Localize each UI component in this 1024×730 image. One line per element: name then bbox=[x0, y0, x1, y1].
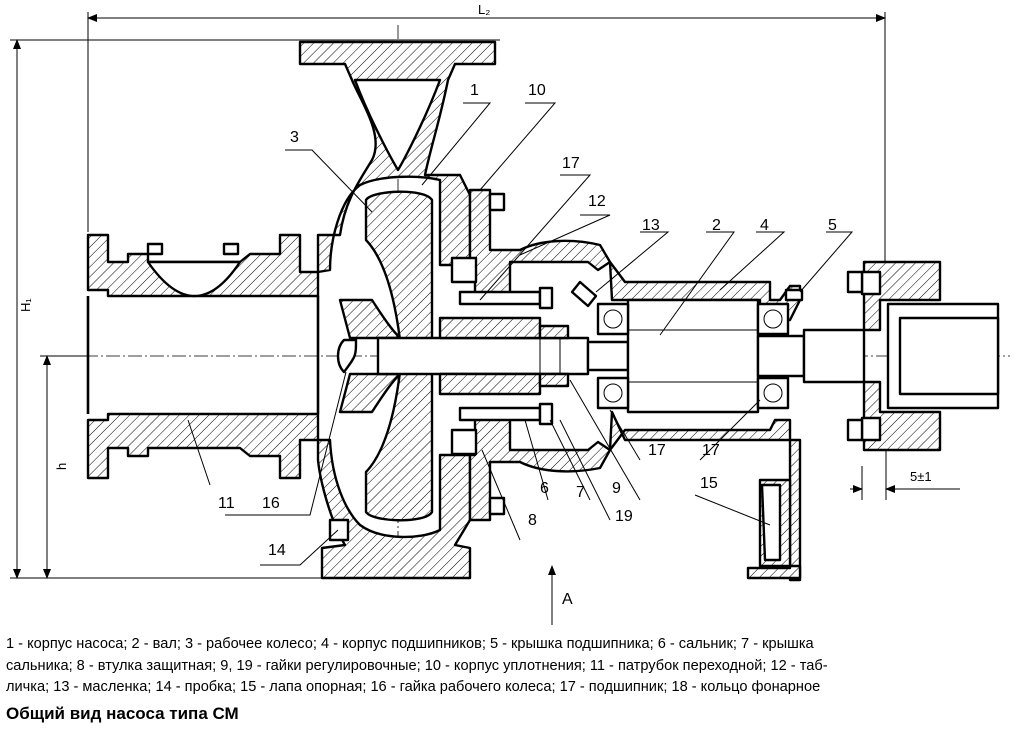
drain-plug bbox=[328, 518, 350, 542]
pump-assembly-drawing: L₂ H₁ h 5±1 bbox=[10, 2, 1010, 625]
legend-line: сальника; 8 - втулка защитная; 9, 19 - г… bbox=[6, 657, 828, 674]
callout-16: 16 bbox=[262, 495, 280, 512]
callout-11: 11 bbox=[218, 495, 235, 512]
figure-caption: Общий вид насоса типа СМ bbox=[6, 704, 239, 723]
shaft bbox=[376, 298, 866, 414]
impeller bbox=[336, 190, 434, 522]
bearings bbox=[596, 302, 790, 410]
dimension-lines bbox=[10, 12, 960, 579]
callout-15: 15 bbox=[700, 475, 718, 492]
legend-line: 1 - корпус насоса; 2 - вал; 3 - рабочее … bbox=[6, 636, 814, 652]
callout-17b: 17 bbox=[702, 442, 720, 459]
callout-19: 19 bbox=[615, 508, 633, 525]
dimension-gap: 5±1 bbox=[910, 469, 932, 484]
callout-17a: 17 bbox=[648, 442, 666, 459]
callout-1: 1 bbox=[470, 82, 479, 99]
callout-13: 13 bbox=[642, 217, 660, 234]
dimension-h: h bbox=[54, 463, 69, 470]
callout-3: 3 bbox=[290, 129, 299, 146]
pump-casing bbox=[298, 40, 497, 580]
legend-line: личка; 13 - масленка; 14 - пробка; 15 - … bbox=[6, 679, 821, 695]
callout-10: 10 bbox=[528, 82, 546, 99]
view-label: A bbox=[562, 591, 573, 608]
callout-2: 2 bbox=[712, 217, 721, 234]
callout-8: 8 bbox=[528, 512, 537, 529]
callout-9: 9 bbox=[612, 480, 621, 497]
callout-18: 17 bbox=[562, 155, 580, 172]
callout-7: 7 bbox=[576, 484, 585, 501]
oiler bbox=[570, 280, 598, 308]
transition-pipe bbox=[86, 233, 320, 480]
callout-4: 4 bbox=[760, 217, 769, 234]
support-foot bbox=[746, 478, 802, 580]
bolts bbox=[146, 192, 864, 516]
gland-assembly bbox=[438, 286, 570, 426]
dimension-h1: H₁ bbox=[18, 298, 33, 312]
callout-6: 6 bbox=[540, 480, 549, 497]
callout-labels: 1 10 3 17 12 13 2 4 5 11 16 17 17 15 6 7… bbox=[218, 82, 837, 559]
callout-12: 12 bbox=[588, 193, 606, 210]
leader-lines bbox=[187, 102, 854, 566]
dimension-l2: L₂ bbox=[478, 2, 490, 17]
coupling bbox=[860, 260, 1000, 452]
callout-14: 14 bbox=[268, 542, 286, 559]
parts-legend: 1 - корпус насоса; 2 - вал; 3 - рабочее … bbox=[6, 634, 1018, 699]
seal-housing bbox=[450, 188, 612, 522]
callout-5: 5 bbox=[828, 217, 837, 234]
